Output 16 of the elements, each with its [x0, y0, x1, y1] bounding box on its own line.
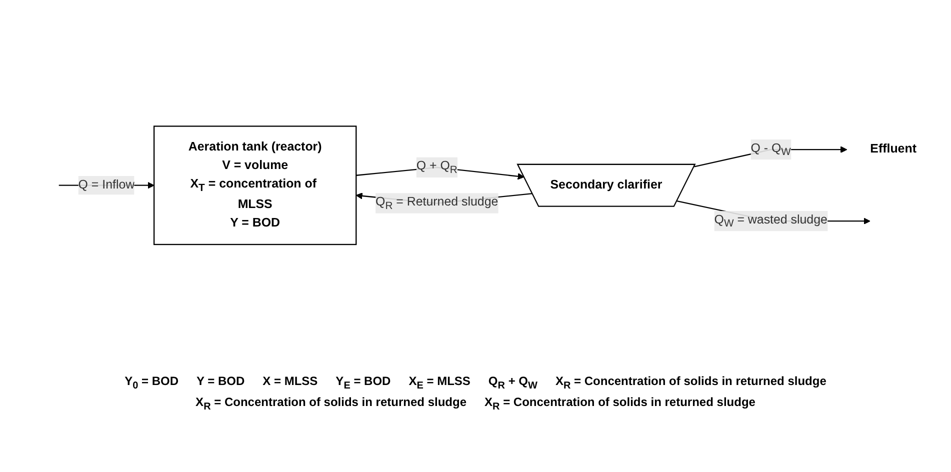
node-box: Aeration tank (reactor) V = volume X$_{T}$ = concentration of MLSS Y = BOD: [152, 125, 356, 245]
flow-annotation: X$_{R}$ = Concentration of solids in returned sludge: [484, 395, 756, 413]
edge-label: Q + Q$_{R}$: [416, 159, 457, 175]
edge-label: Q$_{R}$ = Returned sludge: [375, 195, 498, 211]
edge-label: Q - Q$_{W}$: [750, 141, 790, 158]
edge-label: Q = Inflow: [78, 178, 134, 192]
flow-annotation: X$_{E}$ = MLSS: [408, 374, 470, 392]
flow-annotation: Q$_{R}$ + Q$_{W}$: [488, 374, 538, 392]
flow-annotation: X$_{R}$ = Concentration of solids in returned sludge: [555, 374, 826, 392]
node-text: Effluent: [870, 142, 916, 156]
edge-label: Q$_{W}$ = wasted sludge: [714, 212, 827, 229]
flow-annotation: Y = BOD: [196, 374, 245, 390]
flow-annotation: X$_{R}$ = Concentration of solids in returned sludge: [196, 395, 466, 413]
flow-annotation: Y$_{E}$ = BOD: [336, 374, 391, 392]
flow-annotation: Y$_{0}$ = BOD: [124, 374, 179, 392]
flow-annotation: X = MLSS: [262, 374, 318, 390]
